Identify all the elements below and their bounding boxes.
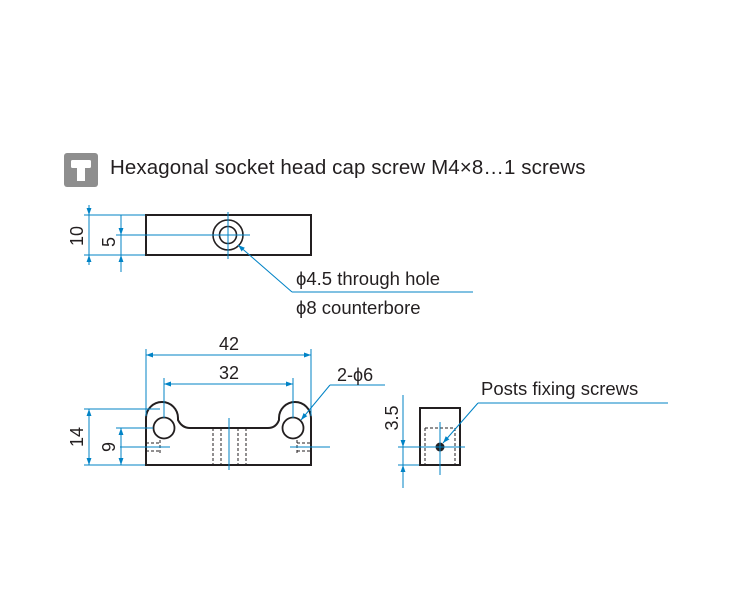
dim-top-height-10: 10	[67, 226, 87, 246]
top-view: 10 5 ϕ4.5 through hole ϕ8 counterbore	[67, 205, 473, 318]
screw-icon	[64, 153, 98, 187]
label-posts-fixing-screws: Posts fixing screws	[481, 378, 638, 399]
page-title: Hexagonal socket head cap screw M4×8…1 s…	[110, 156, 586, 179]
dim-holes-2-phi6: 2-ϕ6	[337, 365, 373, 385]
dim-body-height-9: 9	[99, 442, 119, 452]
dim-hole-pitch-32: 32	[219, 363, 239, 383]
dim-front-height-14: 14	[67, 427, 87, 447]
dim-screw-height-3-5: 3.5	[382, 405, 402, 430]
front-view: 42 32 2-ϕ6 14 9	[67, 334, 385, 470]
callout-counterbore: ϕ8 counterbore	[296, 297, 421, 318]
side-view: Posts fixing screws 3.5	[382, 378, 668, 488]
dim-top-hole-center-5: 5	[99, 237, 119, 247]
dim-overall-length-42: 42	[219, 334, 239, 354]
callout-through-hole: ϕ4.5 through hole	[296, 268, 440, 289]
